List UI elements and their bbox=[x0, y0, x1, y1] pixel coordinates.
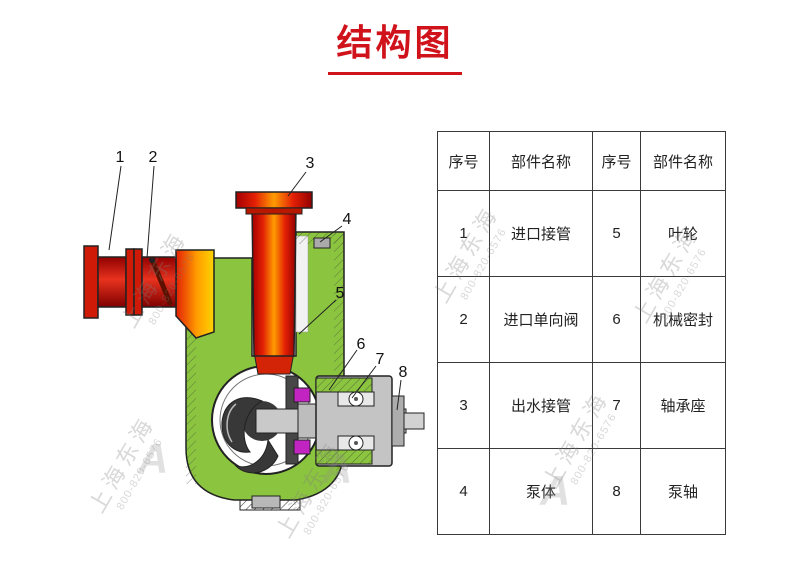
part-label-6: 6 bbox=[357, 336, 366, 353]
cell-serial: 7 bbox=[592, 362, 641, 449]
part-label-8: 8 bbox=[399, 364, 408, 381]
check-valve bbox=[149, 256, 173, 306]
cell-part-name: 泵轴 bbox=[640, 448, 726, 535]
inlet-pipe bbox=[83, 245, 215, 339]
cell-serial: 1 bbox=[437, 190, 490, 277]
cell-part-name: 轴承座 bbox=[640, 362, 726, 449]
cell-serial: 3 bbox=[437, 362, 490, 449]
bearing-housing bbox=[315, 375, 405, 467]
table-row: 4 泵体 8 泵轴 bbox=[437, 448, 726, 535]
table-header-row: 序号 部件名称 序号 部件名称 bbox=[437, 131, 726, 191]
header-part-name-left: 部件名称 bbox=[489, 131, 593, 191]
part-label-4: 4 bbox=[343, 211, 352, 228]
part-label-3: 3 bbox=[306, 155, 315, 172]
part-number-labels: 1 2 3 4 5 6 7 8 bbox=[116, 149, 408, 381]
cell-serial: 5 bbox=[592, 190, 641, 277]
cell-serial: 6 bbox=[592, 276, 641, 363]
header-serial-left: 序号 bbox=[437, 131, 490, 191]
mechanical-seal bbox=[293, 387, 311, 455]
cell-part-name: 出水接管 bbox=[489, 362, 593, 449]
cell-serial: 8 bbox=[592, 448, 641, 535]
leader-lines bbox=[108, 165, 402, 411]
header-part-name-right: 部件名称 bbox=[640, 131, 726, 191]
part-label-5: 5 bbox=[336, 285, 345, 302]
cell-part-name: 进口接管 bbox=[489, 190, 593, 277]
cell-part-name: 泵体 bbox=[489, 448, 593, 535]
cell-part-name: 叶轮 bbox=[640, 190, 726, 277]
cell-serial: 2 bbox=[437, 276, 490, 363]
outlet-pipe bbox=[235, 191, 313, 375]
pump-structure-diagram: 1 2 3 4 5 6 7 8 bbox=[83, 149, 425, 511]
part-label-1: 1 bbox=[116, 149, 125, 166]
header-serial-right: 序号 bbox=[592, 131, 641, 191]
table-row: 2 进口单向阀 6 机械密封 bbox=[437, 276, 726, 363]
cell-serial: 4 bbox=[437, 448, 490, 535]
part-label-7: 7 bbox=[376, 351, 385, 368]
parts-table: 序号 部件名称 序号 部件名称 1 进口接管 5 叶轮 2 进口单向阀 6 机械… bbox=[437, 131, 726, 535]
table-row: 1 进口接管 5 叶轮 bbox=[437, 190, 726, 277]
title-underline bbox=[328, 72, 462, 75]
page-title: 结构图 bbox=[336, 22, 454, 63]
part-label-2: 2 bbox=[149, 149, 158, 166]
cell-part-name: 进口单向阀 bbox=[489, 276, 593, 363]
cell-part-name: 机械密封 bbox=[640, 276, 726, 363]
table-row: 3 出水接管 7 轴承座 bbox=[437, 362, 726, 449]
